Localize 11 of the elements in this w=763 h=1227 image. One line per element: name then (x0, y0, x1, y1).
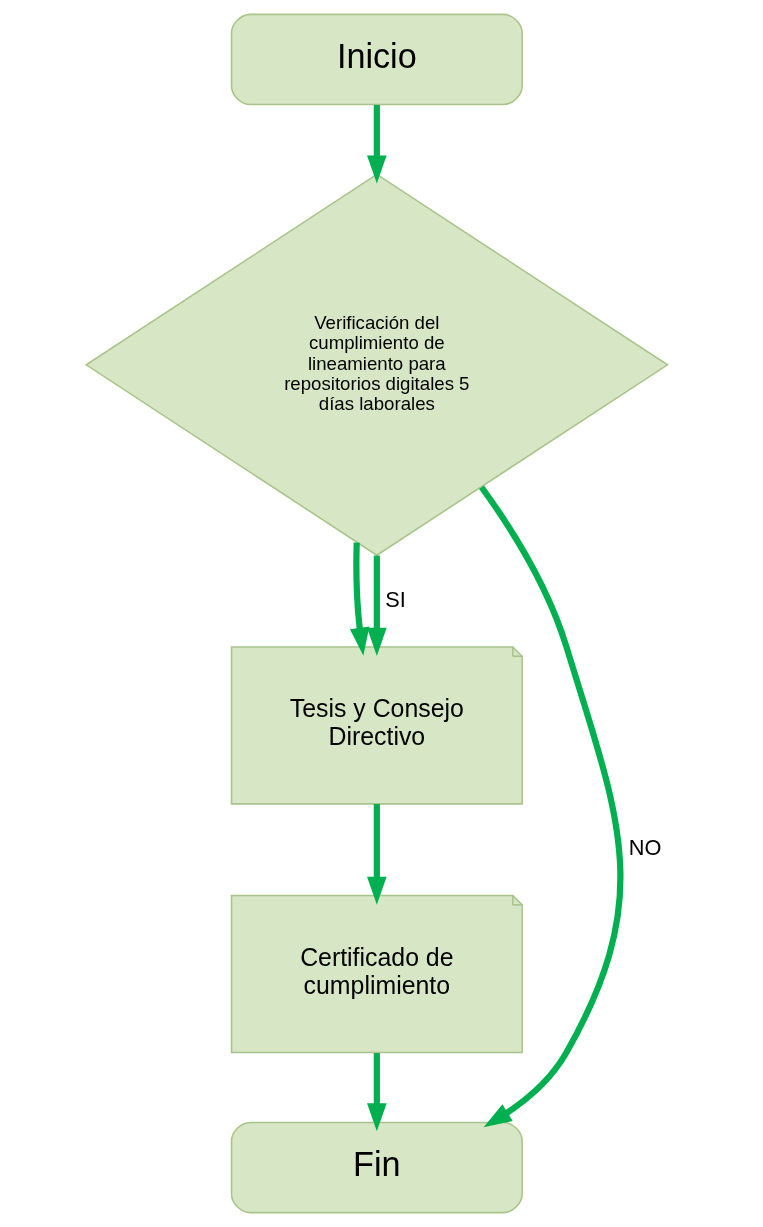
arrow (367, 1053, 387, 1132)
arrow (349, 542, 370, 656)
node-box: Fin (230, 1121, 523, 1214)
arrow (367, 104, 387, 184)
node-diamond: Verificación del cumplimiento de lineamiento para repositorios digitales 5 días laborales (84, 173, 669, 557)
node-box: Inicio (230, 13, 523, 106)
arrow (367, 803, 387, 905)
edge-label: NO (628, 835, 662, 861)
arrow (367, 555, 387, 656)
arrow (479, 485, 624, 1128)
edge-label: SI (385, 586, 406, 612)
